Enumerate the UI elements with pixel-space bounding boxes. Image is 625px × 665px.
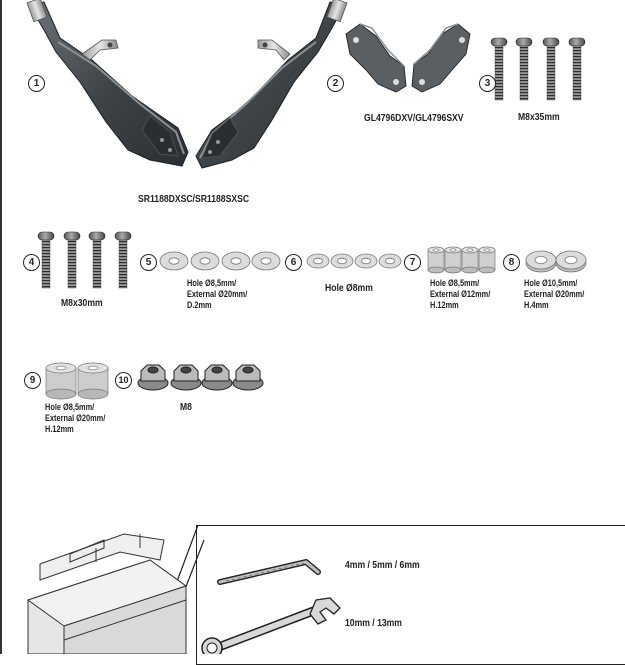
bolts-m8x35-illustration [490, 37, 586, 101]
handguards-illustration [26, 0, 348, 169]
part-spec-label: Hole Ø10,5mm/External Ø20mm/H.4mm [524, 278, 585, 310]
spacers-20mm-illustration [45, 362, 109, 400]
part-number-badge: 4 [23, 254, 40, 271]
part-number-badge: 3 [479, 75, 496, 92]
part-code-label: GL4796DXV/GL4796SXV [364, 112, 464, 124]
combination-wrench-icon [201, 597, 341, 654]
wrench-sizes-label: 10mm / 13mm [345, 617, 402, 629]
part-code-label: SR1188DXSC/SR1188SXSC [138, 193, 250, 205]
part-number-badge: 10 [115, 372, 132, 389]
part-number-badge: 9 [24, 372, 41, 389]
part-spec-label: M8x30mm [61, 297, 103, 309]
washers-10mm-illustration [525, 250, 587, 273]
part-spec-label: Hole Ø8,5mm/External Ø20mm/D.2mm [187, 278, 248, 310]
spacers-12mm-illustration [427, 246, 496, 274]
toolbox-illustration [26, 524, 205, 654]
allen-key-icon [217, 559, 321, 585]
part-spec-label: Hole Ø8,5mm/External Ø12mm/H.12mm [430, 278, 491, 310]
part-number-badge: 6 [285, 254, 302, 271]
part-number-badge: 7 [404, 254, 421, 271]
allen-key-sizes-label: 4mm / 5mm / 6mm [345, 559, 420, 571]
bolts-m8x30-illustration [37, 231, 132, 289]
part-number-badge: 1 [28, 75, 45, 92]
washers-20mm-illustration [159, 251, 281, 271]
nuts-m8-illustration [137, 364, 264, 391]
required-tools-box [196, 525, 625, 665]
part-number-badge: 8 [503, 254, 520, 271]
part-number-badge: 5 [140, 254, 157, 271]
page-edge-line [0, 0, 2, 654]
part-spec-label: Hole Ø8,5mm/External Ø20mm/H.12mm [45, 402, 106, 434]
part-spec-label: M8x35mm [518, 111, 560, 123]
brackets-illustration [345, 23, 471, 93]
washers-8mm-illustration [306, 253, 402, 269]
part-spec-label: M8 [180, 401, 192, 413]
part-number-badge: 2 [327, 75, 344, 92]
part-spec-label: Hole Ø8mm [325, 282, 373, 294]
